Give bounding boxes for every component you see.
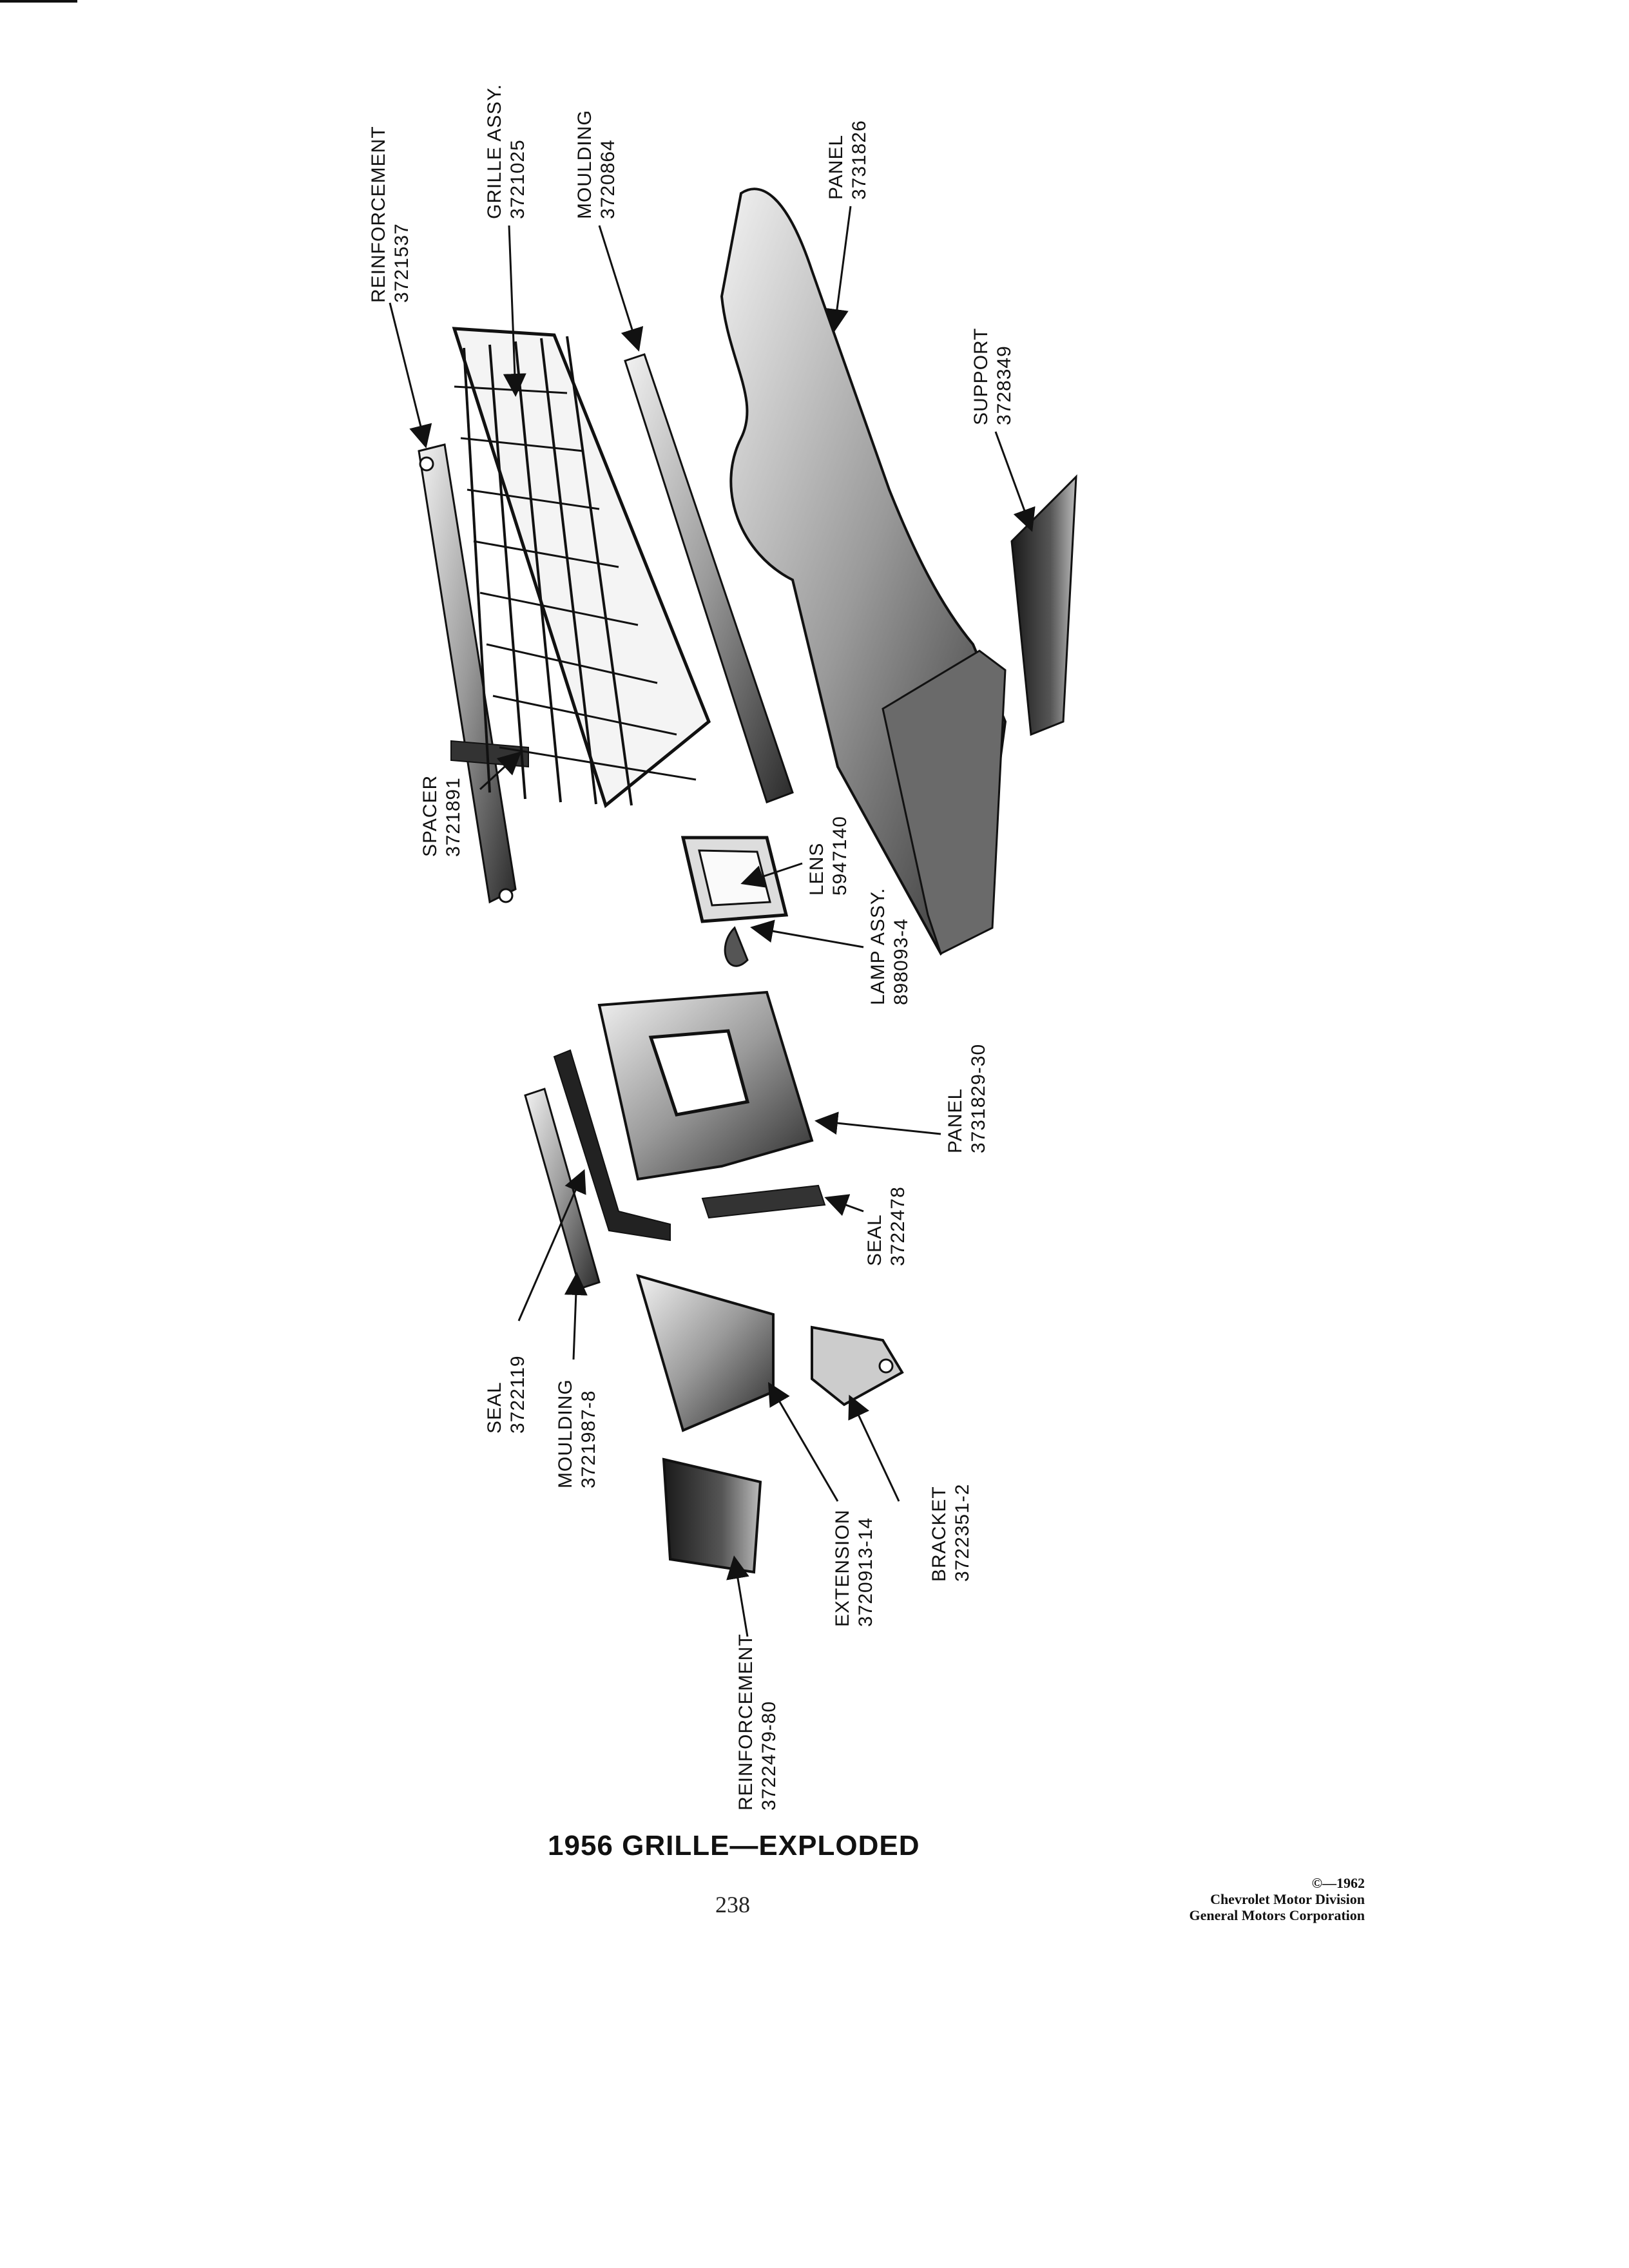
upper-panel-part (720, 187, 1007, 956)
copyright-notice: ©—1962 Chevrolet Motor Division General … (1190, 1875, 1365, 1923)
callout-name: LAMP ASSY. (867, 887, 889, 1005)
callout-spacer: SPACER 3721891 (419, 775, 465, 857)
callout-name: SPACER (419, 774, 441, 857)
callout-reinforcement-bottom: REINFORCEMENT 3722479-80 (735, 1633, 781, 1811)
bracket-part (811, 1325, 904, 1407)
callout-name: PANEL (945, 1088, 966, 1153)
grille-assembly-part (452, 327, 711, 809)
lamp-assembly-part (680, 836, 789, 967)
callout-reinforcement-top: REINFORCEMENT 3721537 (367, 126, 414, 303)
callout-part-number: 5947140 (829, 816, 851, 896)
callout-name: SEAL (484, 1381, 505, 1434)
callout-panel-mid: PANEL 3731829-30 (944, 1044, 990, 1153)
callout-part-number: 3728349 (994, 345, 1015, 425)
callout-support: SUPPORT 3728349 (970, 328, 1016, 425)
support-part (1010, 474, 1077, 736)
callout-name: MOULDING (574, 110, 595, 219)
callout-part-number: 3721537 (391, 223, 412, 303)
callout-name: PANEL (825, 134, 847, 200)
extension-part (636, 1274, 775, 1432)
callout-part-number: 3720913-14 (855, 1517, 876, 1627)
callout-part-number: 3721987-8 (578, 1390, 599, 1488)
callout-name: EXTENSION (832, 1509, 853, 1627)
page-number: 238 (715, 1892, 750, 1917)
callout-part-number: 3721891 (443, 777, 464, 857)
callout-part-number: 3722351-2 (952, 1483, 973, 1582)
callout-name: GRILLE ASSY. (484, 84, 505, 219)
middle-panel-part (597, 990, 814, 1181)
callout-extension: EXTENSION 3720913-14 (831, 1510, 878, 1627)
callout-name: SEAL (864, 1214, 885, 1266)
callout-panel-top: PANEL 3731826 (825, 120, 871, 200)
copyright-year: ©—1962 (1311, 1875, 1365, 1891)
callout-lens: LENS 5947140 (805, 816, 852, 896)
callout-part-number: 3722479-80 (758, 1700, 780, 1811)
callout-moulding-top: MOULDING 3720864 (574, 110, 620, 219)
callout-part-number: 3722478 (887, 1186, 909, 1266)
callout-part-number: 3721025 (507, 139, 528, 219)
callout-lamp-assy: LAMP ASSY. 898093-4 (867, 888, 913, 1005)
lower-reinforcement-part (662, 1457, 762, 1574)
callout-seal-mid: SEAL 3722478 (863, 1186, 910, 1266)
callout-moulding-left: MOULDING 3721987-8 (554, 1379, 601, 1488)
callout-name: REINFORCEMENT (735, 1633, 757, 1811)
callout-name: REINFORCEMENT (368, 126, 389, 303)
callout-part-number: 898093-4 (891, 918, 912, 1005)
callout-part-number: 3720864 (597, 139, 619, 219)
leader-lines (389, 206, 1036, 1637)
callout-name: LENS (806, 842, 827, 896)
callout-part-number: 3731829-30 (968, 1043, 989, 1153)
copyright-corporation: General Motors Corporation (1189, 1907, 1365, 1923)
callout-part-number: 3722119 (507, 1355, 528, 1434)
callout-name: BRACKET (929, 1486, 950, 1582)
callout-name: MOULDING (555, 1379, 576, 1488)
callout-name: SUPPORT (970, 327, 992, 425)
callout-grille-assy: GRILLE ASSY. 3721025 (483, 84, 530, 219)
corner-rule (0, 0, 77, 3)
callout-part-number: 3731826 (849, 120, 870, 200)
moulding-strip-part (624, 353, 794, 803)
copyright-division: Chevrolet Motor Division (1210, 1891, 1365, 1907)
callout-seal-left: SEAL 3722119 (483, 1355, 530, 1434)
figure-caption: 1956 GRILLE—EXPLODED (548, 1830, 920, 1861)
callout-bracket: BRACKET 3722351-2 (928, 1484, 974, 1582)
